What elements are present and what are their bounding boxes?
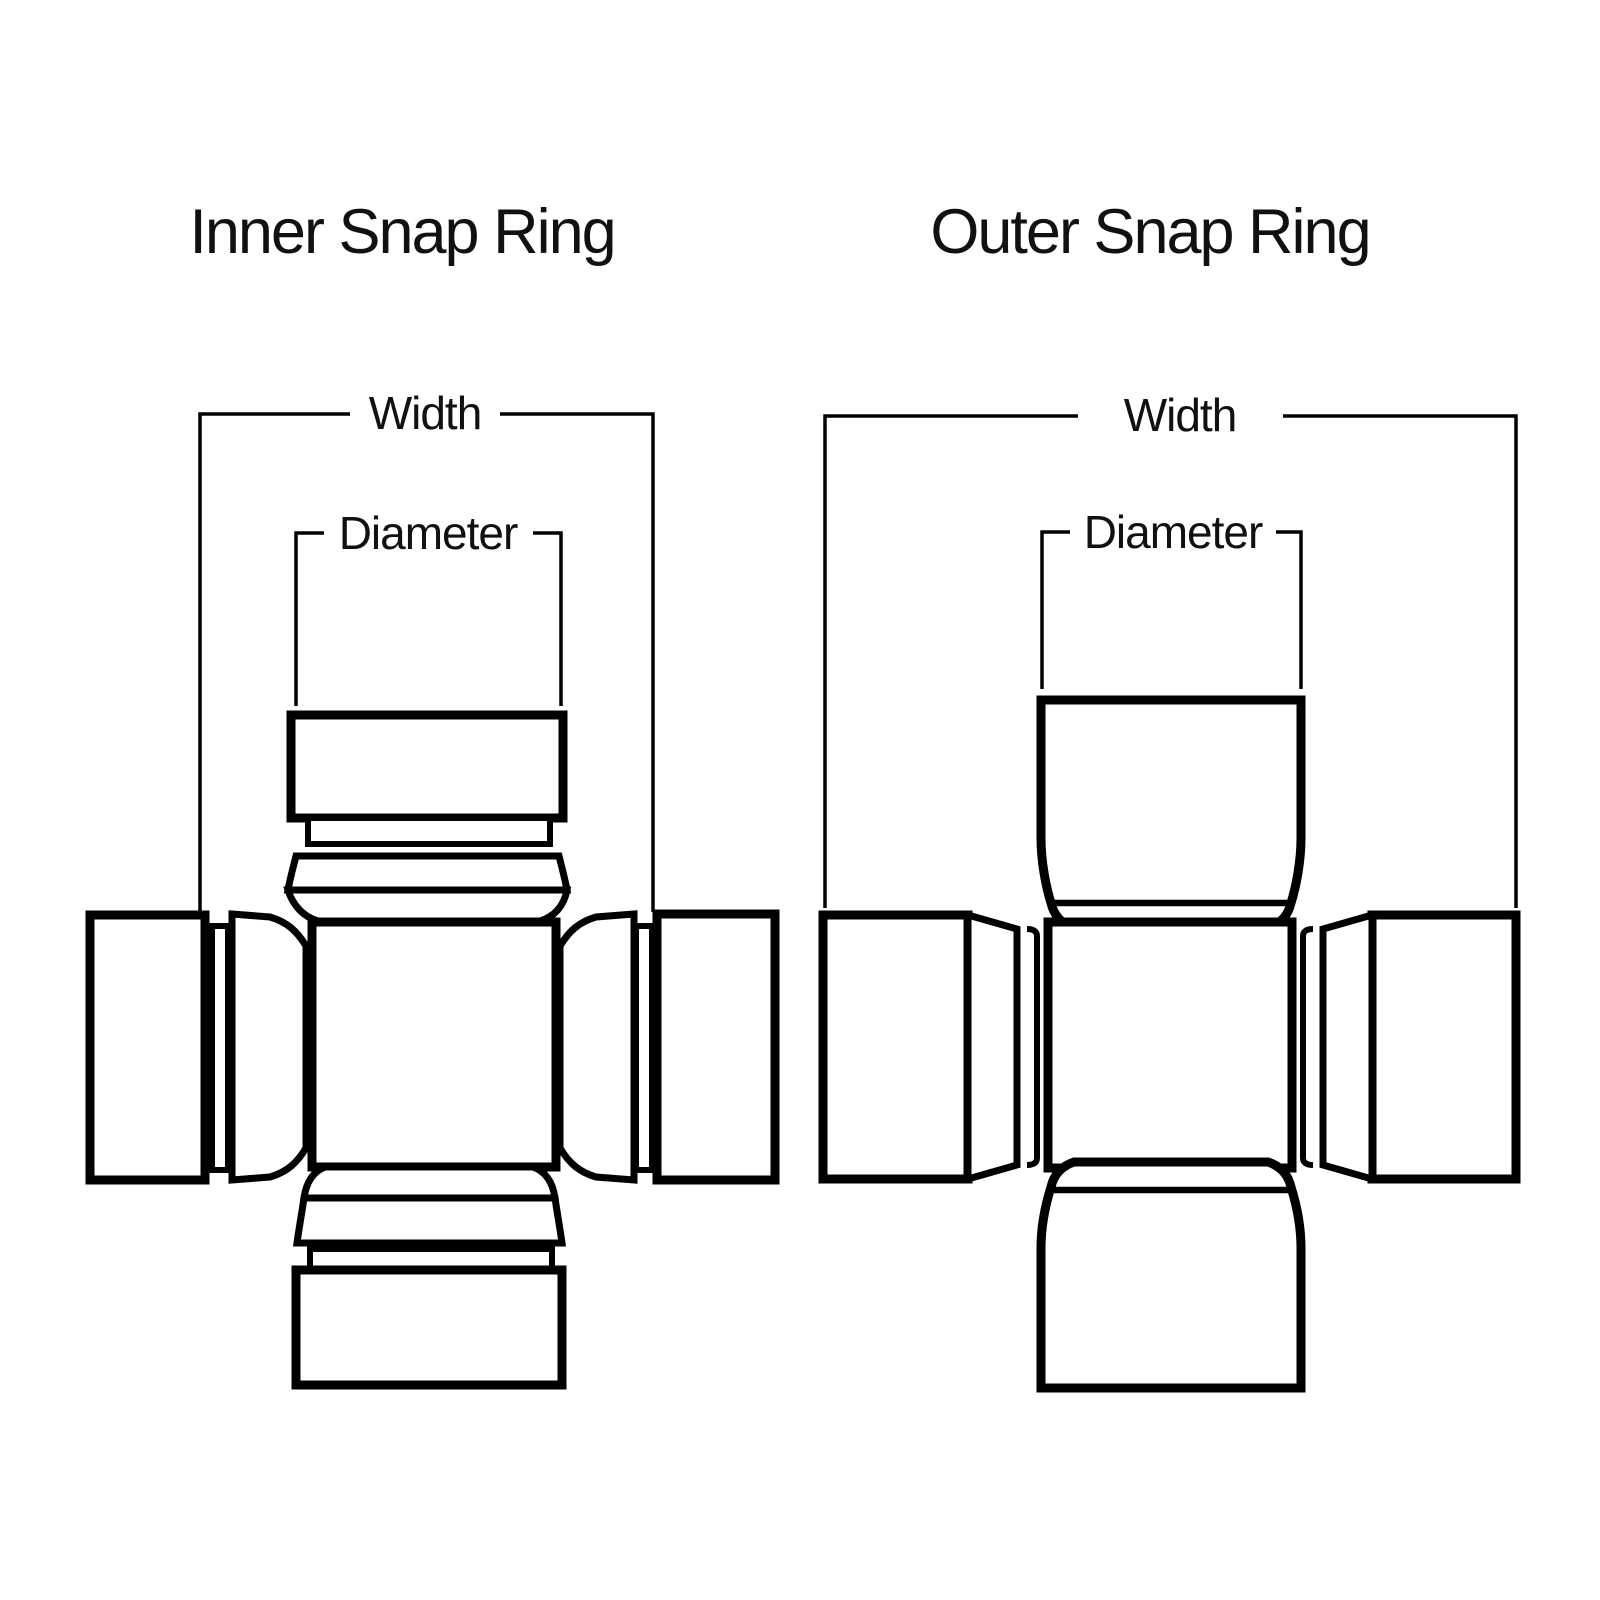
bottom-seal-ring	[293, 1194, 566, 1247]
bottom-bearing-cap	[291, 1265, 567, 1390]
diameter-label: Diameter	[339, 507, 518, 559]
width-dimension-bracket	[823, 414, 1518, 908]
cross-center-body	[1043, 917, 1297, 1173]
top-seal-skirt	[283, 886, 572, 925]
right-snap-ring	[633, 923, 655, 1173]
top-bearing-cap	[286, 710, 568, 823]
left-cap-chamfer	[964, 910, 1021, 1184]
bottom-bearing-cap	[1036, 1157, 1306, 1393]
bottom-seal-skirt	[299, 1163, 560, 1202]
inner-snap-ring-diagram: Inner Snap Ring Width Diameter	[85, 197, 780, 1390]
diameter-dimension-bracket	[294, 531, 563, 706]
left-seal	[1026, 926, 1040, 1168]
right-cap-chamfer	[1319, 910, 1376, 1184]
right-seal	[1300, 926, 1314, 1168]
top-seal-ring	[283, 852, 572, 894]
diameter-dimension-bracket	[1040, 530, 1303, 689]
right-bearing-cap	[652, 909, 780, 1185]
diameter-label: Diameter	[1084, 506, 1263, 558]
top-bearing-cap	[1036, 695, 1306, 933]
right-seal	[556, 910, 638, 1184]
top-snap-ring-groove	[305, 815, 553, 847]
left-bearing-cap	[85, 910, 210, 1185]
width-label: Width	[1124, 389, 1237, 441]
outer-snap-ring-diagram: Outer Snap Ring Width Diameter	[818, 197, 1521, 1393]
diagram-title: Outer Snap Ring	[930, 197, 1369, 267]
diagram-title: Inner Snap Ring	[189, 197, 614, 267]
width-label: Width	[369, 387, 482, 439]
width-dimension-bracket	[198, 412, 655, 912]
cross-center-body	[307, 917, 561, 1172]
left-bearing-cap	[818, 910, 973, 1184]
left-seal	[228, 910, 310, 1184]
right-bearing-cap	[1367, 910, 1521, 1184]
left-snap-ring	[209, 923, 231, 1173]
